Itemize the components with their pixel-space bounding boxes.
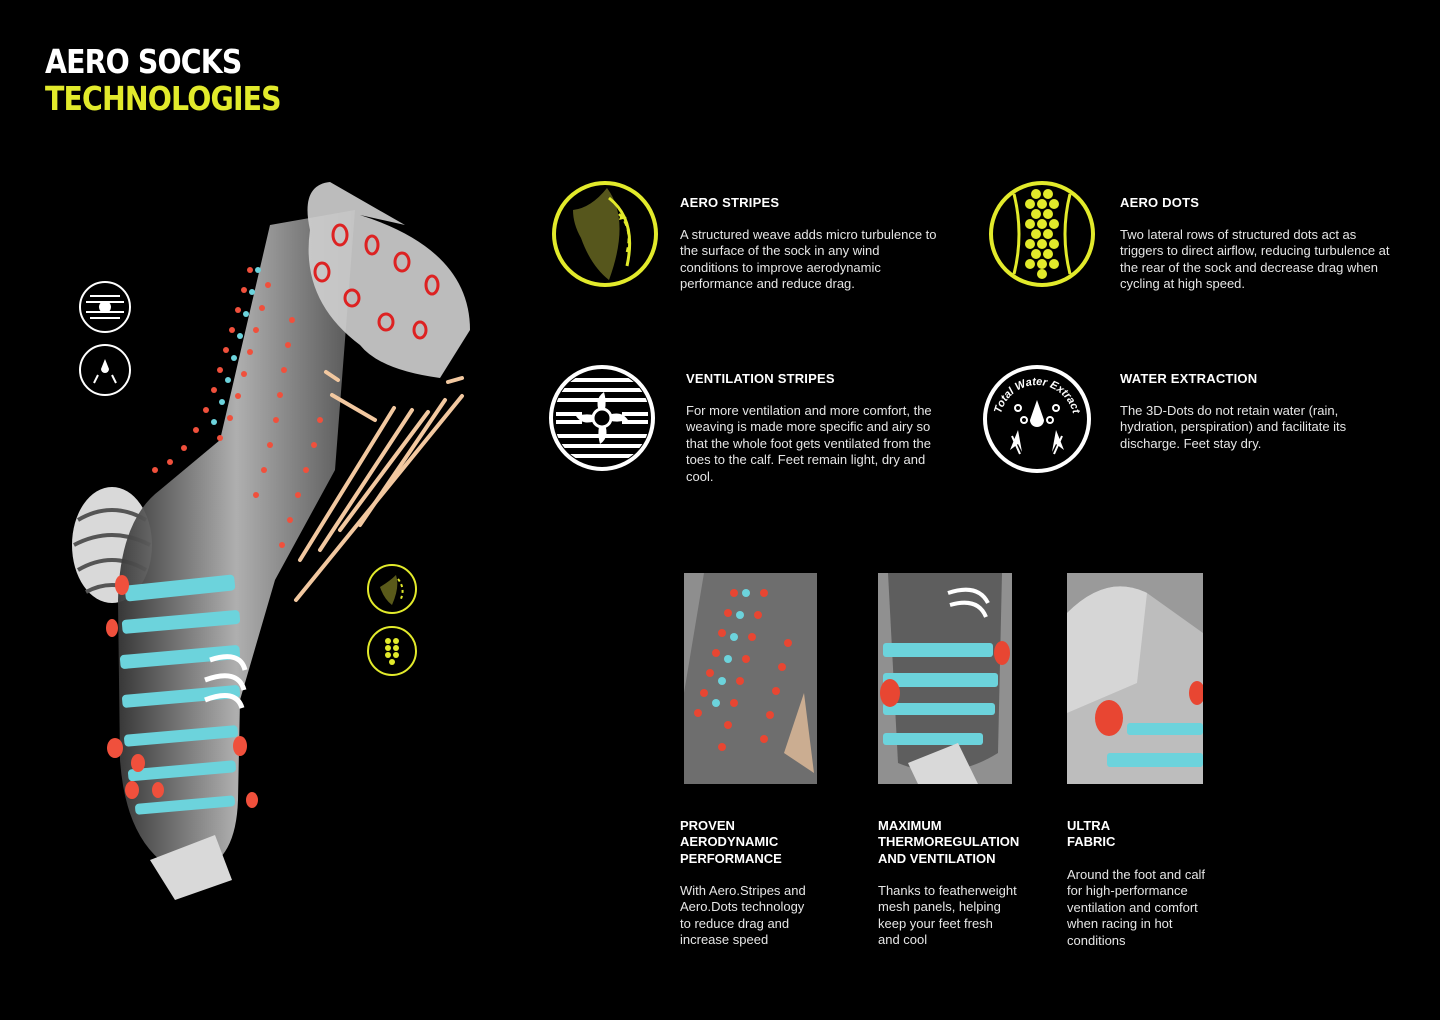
feature-body-ventilation-stripes: For more ventilation and more comfort, t… (686, 403, 932, 484)
page-title-line2: TECHNOLOGIES (45, 79, 282, 118)
brand-logo-mark (204, 654, 248, 709)
water-extraction-icon: Total Water Extract (983, 365, 1091, 473)
column-body-ultra-fabric: Around the foot and calf for high-perfor… (1067, 867, 1206, 948)
feature-body-aero-stripes: A structured weave adds micro turbulence… (680, 227, 937, 292)
feature-title-aero-stripes: AERO STRIPES (680, 195, 780, 210)
column-body-thermoregulation: Thanks to featherweight mesh panels, hel… (878, 883, 1017, 948)
page-title-line1: AERO SOCKS (45, 42, 242, 81)
sock-body (118, 210, 355, 870)
column-title-ultra-fabric: ULTRA FABRIC (1067, 818, 1116, 850)
ventilation-stripes-icon (79, 281, 131, 333)
aero-stripes-cyan-dots (211, 267, 261, 425)
sock-exploded-illustration (72, 182, 470, 900)
ventilation-stripes-icon (549, 365, 655, 471)
column-body-aerodynamic: With Aero.Stripes and Aero.Dots technolo… (680, 883, 806, 948)
aerodynamic-closeup-photo (684, 573, 817, 784)
thermoregulation-closeup-photo (878, 573, 1012, 784)
toe-mesh-cap (150, 835, 232, 900)
feature-title-water-extraction: WATER EXTRACTION (1120, 371, 1258, 386)
column-title-thermoregulation: MAXIMUM THERMOREGULATION AND VENTILATION (878, 818, 1020, 866)
water-extraction-icon (79, 344, 131, 396)
cuff-ring-details (313, 223, 440, 340)
aero-dots-clusters (106, 575, 258, 808)
feature-title-ventilation-stripes: VENTILATION STRIPES (686, 371, 835, 386)
feature-title-aero-dots: AERO DOTS (1120, 195, 1200, 210)
column-title-aerodynamic: PROVEN AERODYNAMIC PERFORMANCE (680, 818, 782, 866)
aero-stripes-dots (152, 267, 323, 548)
ventilation-mesh-stripes (294, 370, 464, 602)
ventilation-bands (119, 574, 241, 815)
feature-body-aero-dots: Two lateral rows of structured dots act … (1120, 227, 1390, 292)
cuff-mesh-band (307, 182, 470, 378)
ultra-fabric-closeup-photo (1067, 573, 1203, 784)
aero-dots-icon (989, 181, 1095, 287)
aero-dots-icon (367, 626, 417, 676)
feature-body-water-extraction: The 3D-Dots do not retain water (rain, h… (1120, 403, 1347, 451)
aero-stripes-icon (367, 564, 417, 614)
aero-stripes-icon (552, 181, 658, 287)
